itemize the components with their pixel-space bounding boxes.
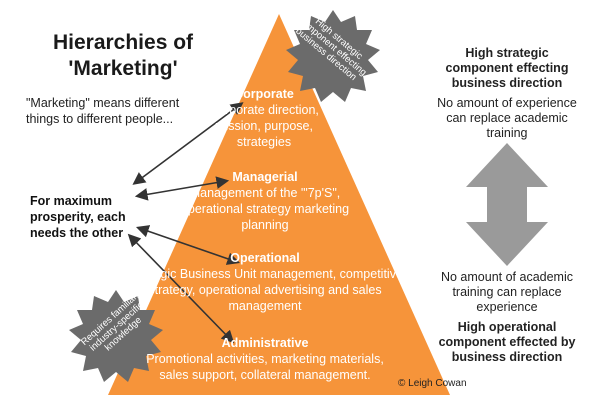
level-managerial-heading: Managerial: [232, 170, 298, 184]
level-corporate-body: Corporate direction, mission, purpose, s…: [209, 103, 319, 149]
level-operational-heading: Operational: [230, 251, 300, 265]
level-administrative: Administrative Promotional activities, m…: [140, 335, 390, 383]
page-title: Hierarchies of 'Marketing': [52, 31, 194, 80]
vertical-double-arrow-icon: [466, 143, 548, 266]
right-top-text: No amount of experience can replace acad…: [437, 96, 577, 140]
level-operational: Operational Strategic Business Unit mana…: [120, 250, 410, 314]
max-prosperity-text: For maximum prosperity, each needs the o…: [30, 194, 126, 240]
double-headed-arrow-icon: [132, 102, 244, 185]
level-administrative-heading: Administrative: [221, 336, 309, 350]
right-bottom-heading: High operational component effected by b…: [438, 320, 576, 364]
level-corporate: Corporate Corporate direction, mission, …: [200, 86, 328, 150]
starburst-icon: [286, 10, 380, 102]
level-operational-body: Strategic Business Unit management, comp…: [127, 267, 403, 313]
right-top-heading: High strategic component effecting busin…: [445, 46, 569, 90]
level-corporate-heading: Corporate: [234, 87, 294, 101]
level-administrative-body: Promotional activities, marketing materi…: [146, 352, 384, 382]
level-managerial-body: Management of the '"7p'S", operational s…: [180, 186, 350, 232]
double-headed-arrow-icon: [127, 233, 235, 344]
copyright: © Leigh Cowan: [398, 378, 467, 389]
level-managerial: Managerial Management of the '"7p'S", op…: [180, 169, 350, 233]
double-headed-arrow-icon: [134, 176, 230, 201]
intro-text: "Marketing" means different things to di…: [26, 96, 180, 126]
right-bottom-text: No amount of academic training can repla…: [440, 270, 573, 314]
